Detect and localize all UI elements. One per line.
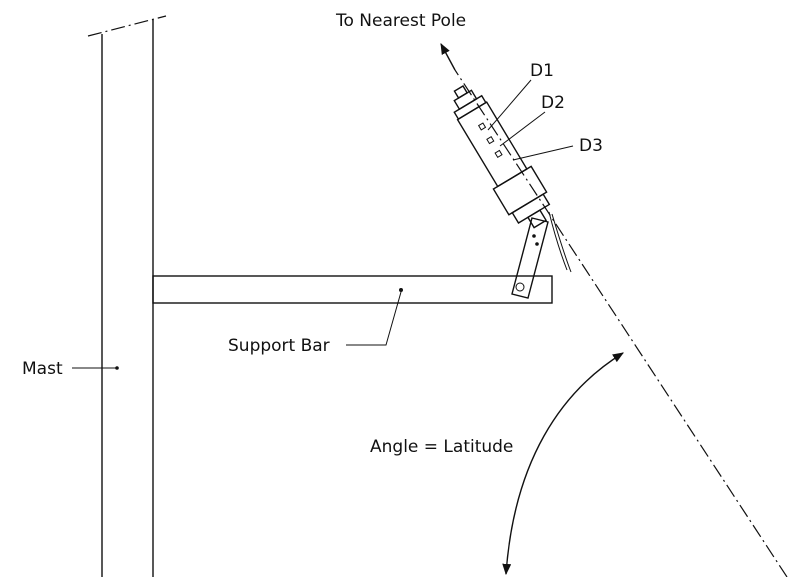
mount-bracket <box>511 211 572 299</box>
sensor-instrument <box>453 85 551 229</box>
detector-d3 <box>494 149 503 159</box>
detector-d1 <box>477 122 487 131</box>
leader-lines <box>72 79 574 370</box>
label-to-nearest-pole: To Nearest Pole <box>335 11 466 31</box>
label-d2: D2 <box>541 93 565 113</box>
detector-d2 <box>486 136 495 145</box>
label-d3: D3 <box>579 136 603 156</box>
label-support-bar: Support Bar <box>228 336 330 356</box>
support-bar <box>152 275 553 304</box>
label-angle-latitude: Angle = Latitude <box>370 437 513 457</box>
pole-axis <box>440 43 788 578</box>
label-mast: Mast <box>22 359 63 379</box>
mast <box>87 15 167 577</box>
latitude-angle-arc <box>502 352 624 576</box>
label-d1: D1 <box>530 61 554 81</box>
